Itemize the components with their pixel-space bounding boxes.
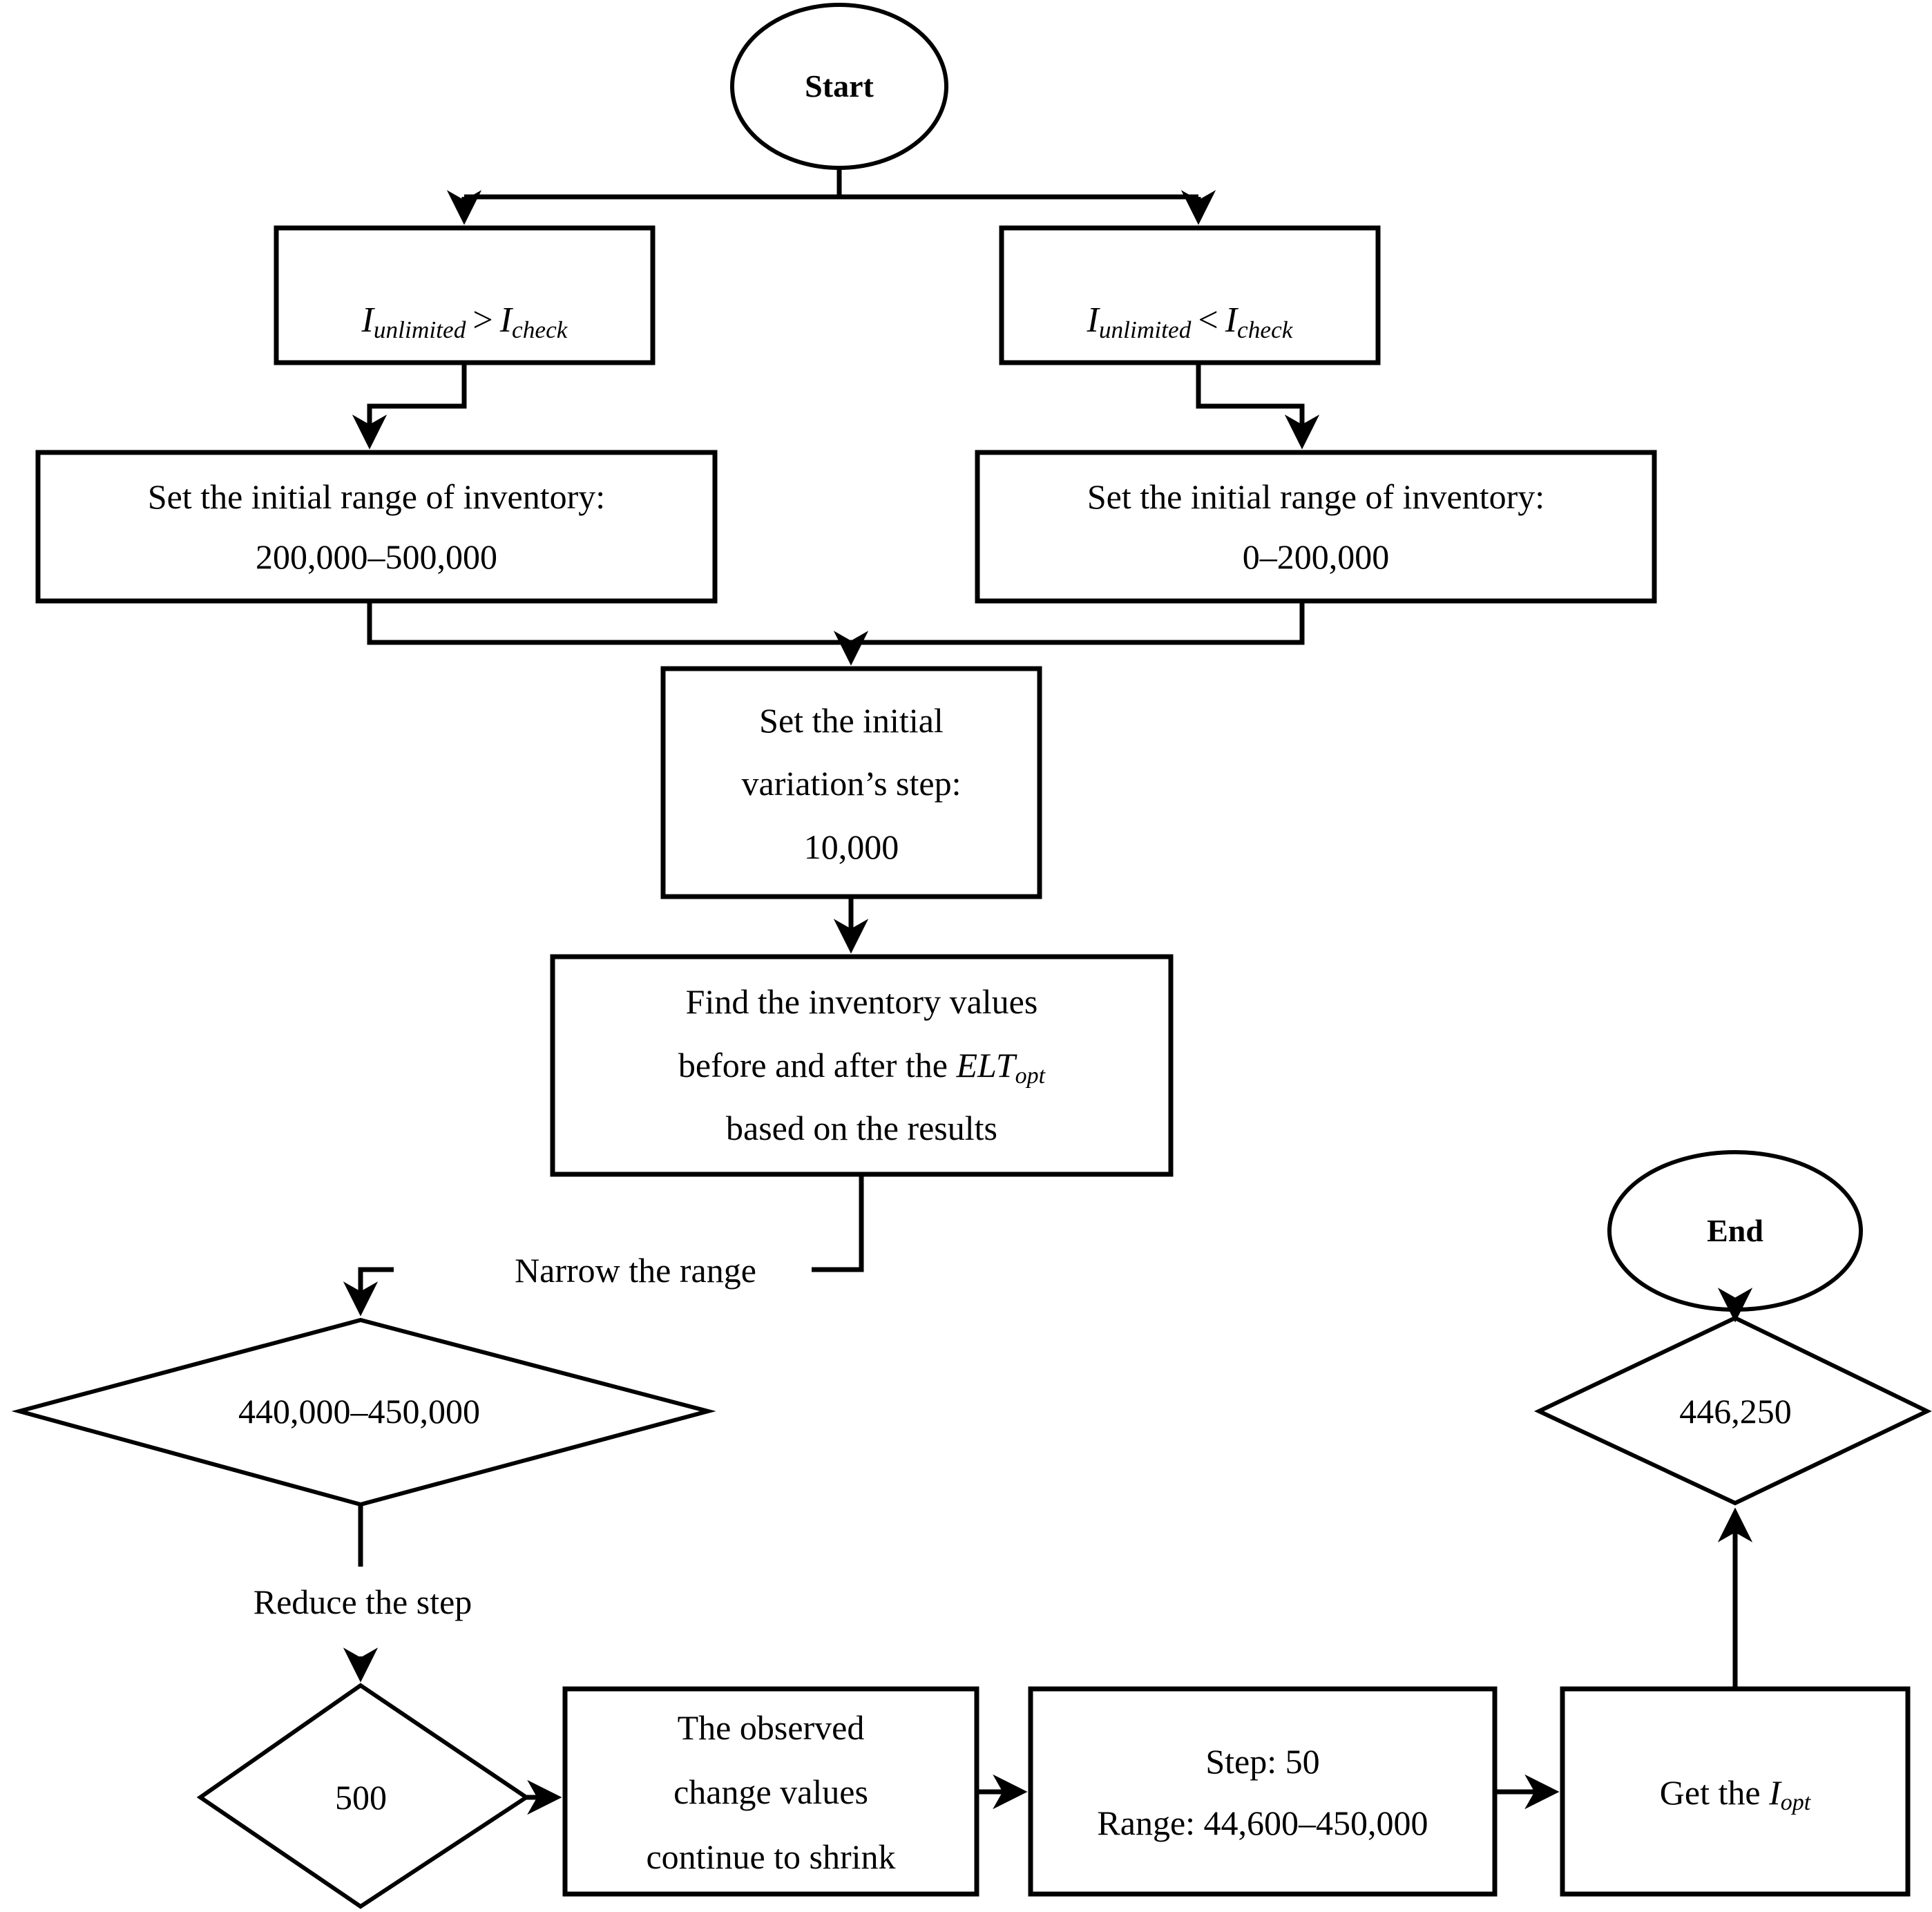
node-range-narrowed-shape — [11, 1317, 716, 1507]
node-range-left-shape — [35, 450, 718, 604]
node-end-shape — [1607, 1150, 1863, 1312]
connector-narrow-label-to-diamond — [343, 1267, 394, 1317]
node-get-iopt-shape — [1560, 1686, 1911, 1897]
connector-cond-less-to-range-right — [1196, 363, 1320, 450]
connector-range-merge-bus — [367, 601, 1305, 645]
node-cond-less-shape — [999, 225, 1381, 365]
node-step-range-shape — [1028, 1686, 1498, 1897]
node-init-step-shape — [660, 666, 1042, 899]
node-find-values-shape — [550, 954, 1174, 1177]
node-start-shape — [730, 3, 948, 170]
node-step-500-shape — [196, 1683, 530, 1909]
node-range-right-shape — [975, 450, 1657, 604]
connector-find-values-to-narrow-label — [812, 1174, 864, 1272]
connector-cond-greater-to-range-left — [352, 363, 467, 450]
node-result-value-shape — [1533, 1315, 1932, 1506]
node-observed-shape — [562, 1686, 979, 1897]
node-cond-greater-shape — [274, 225, 656, 365]
